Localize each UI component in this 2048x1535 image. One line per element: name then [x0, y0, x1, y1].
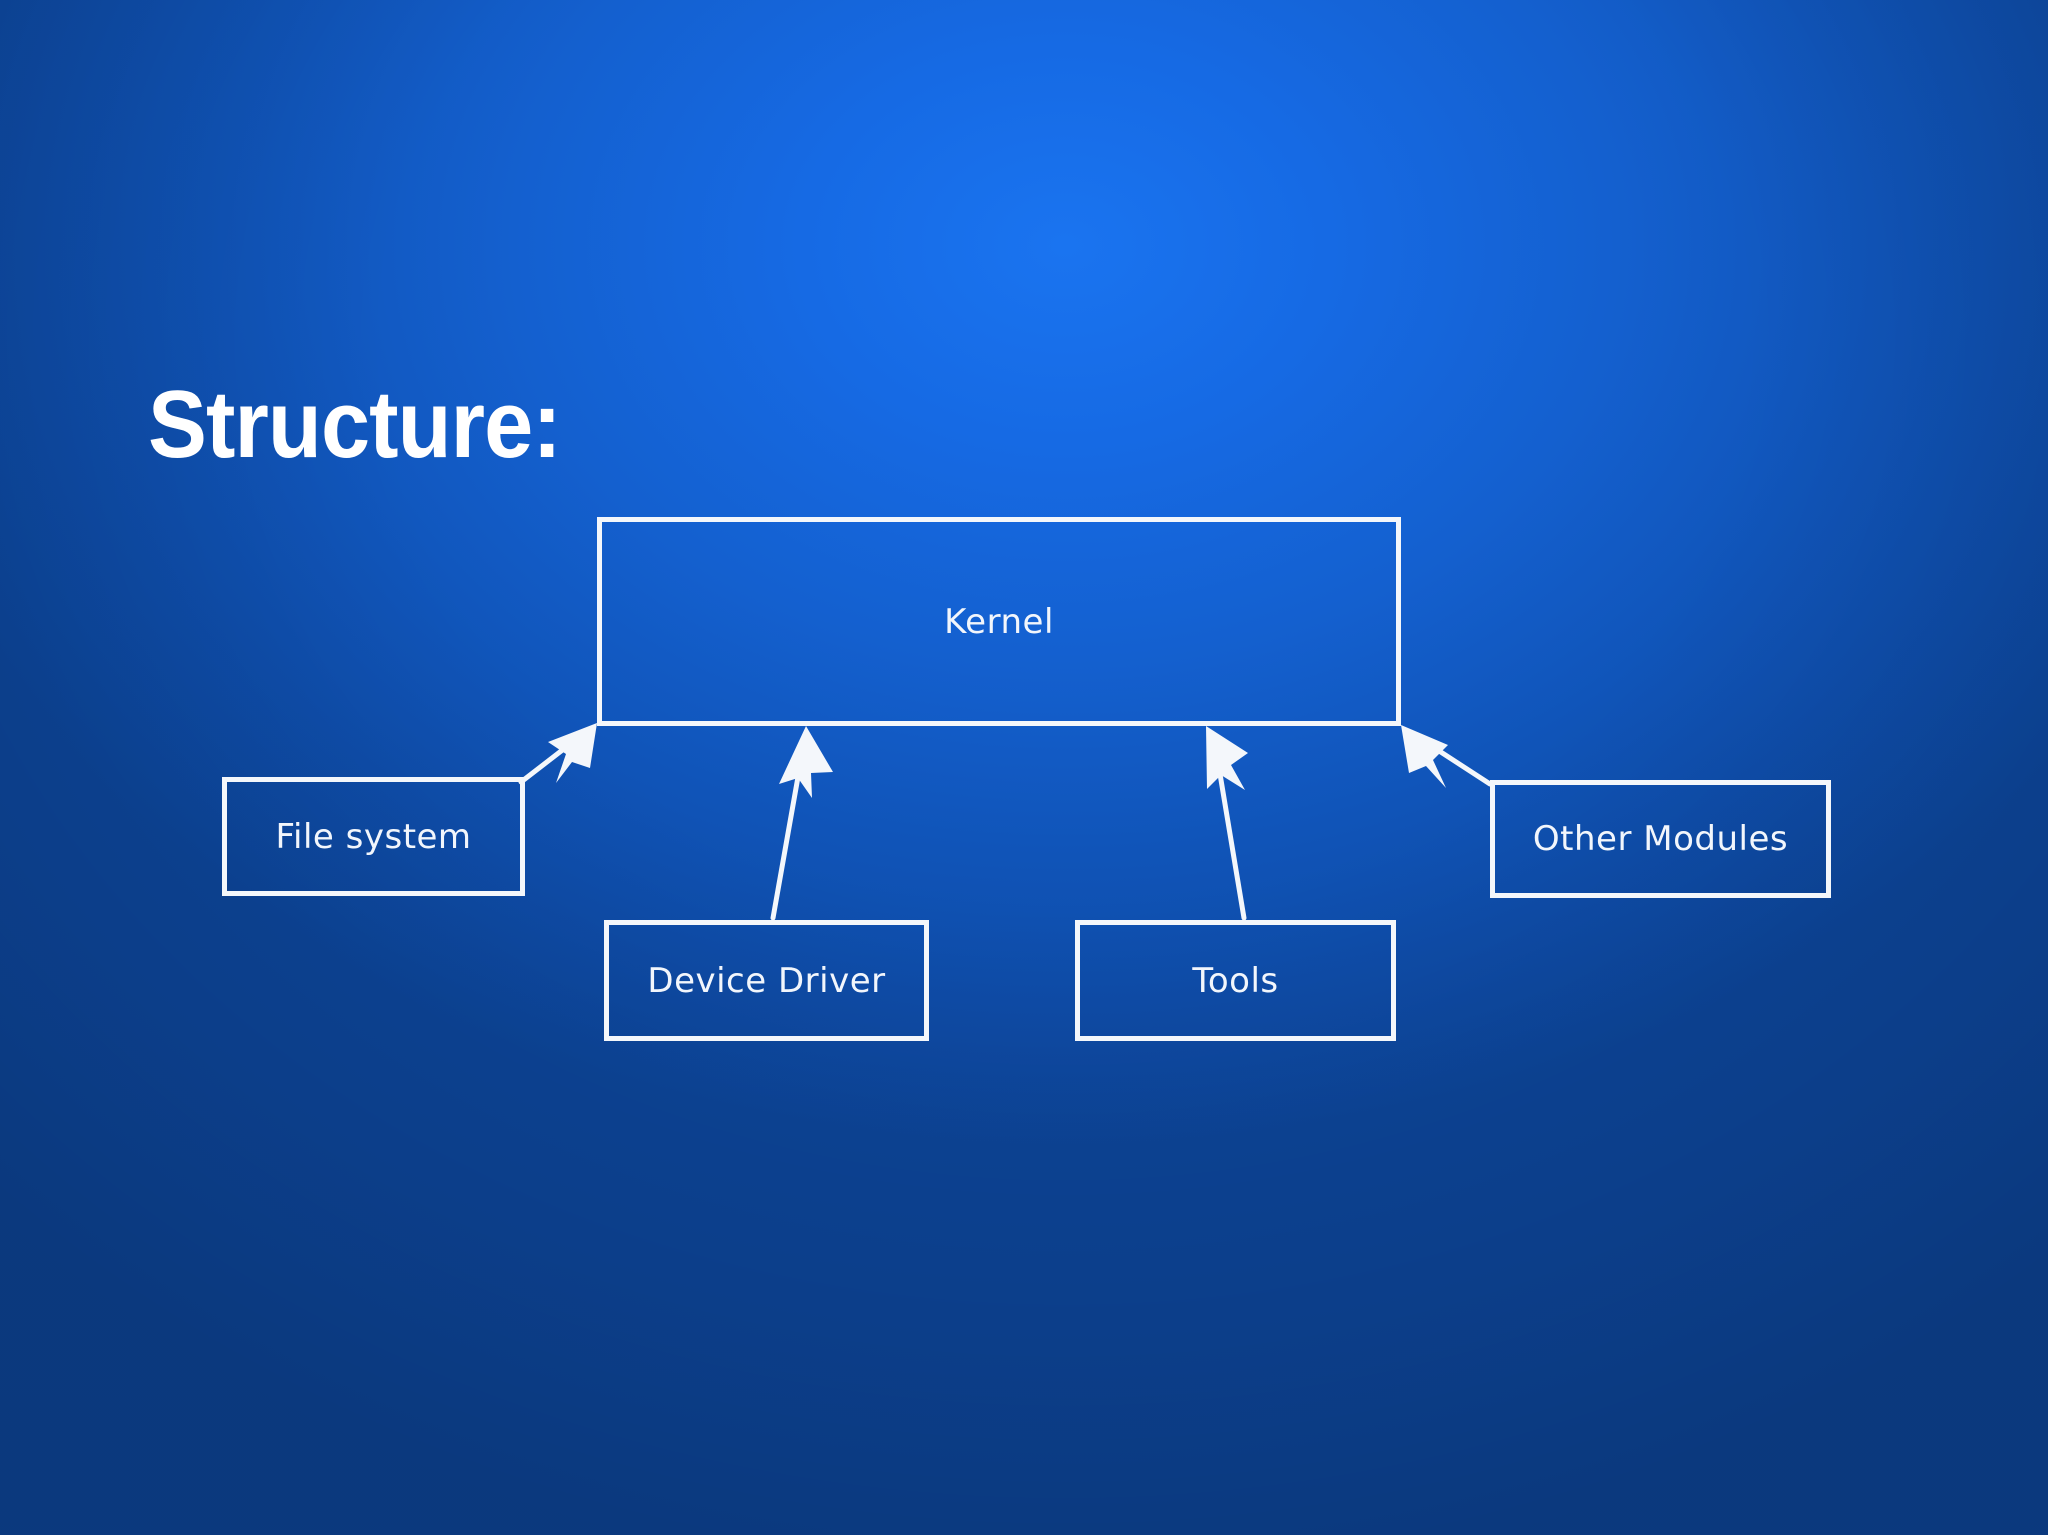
diagram-node-file-system-label: File system	[275, 816, 472, 857]
diagram-node-tools-label: Tools	[1192, 960, 1279, 1001]
edge-tools-to-kernel	[1206, 726, 1248, 921]
diagram-node-kernel[interactable]: Kernel	[597, 517, 1401, 726]
diagram-node-kernel-label: Kernel	[944, 601, 1054, 642]
diagram-node-other-modules-label: Other Modules	[1532, 819, 1789, 859]
edge-othermodules-to-kernel	[1401, 725, 1493, 788]
page-title: Structure:	[148, 371, 562, 478]
diagram-node-file-system[interactable]: File system	[222, 777, 525, 896]
edge-devicedriver-to-kernel	[770, 726, 833, 921]
diagram-node-tools[interactable]: Tools	[1075, 920, 1396, 1041]
diagram-node-other-modules[interactable]: Other Modules	[1490, 780, 1831, 898]
diagram-node-device-driver[interactable]: Device Driver	[604, 920, 929, 1041]
edge-filesystem-to-kernel	[518, 723, 597, 785]
diagram-node-device-driver-label: Device Driver	[647, 960, 886, 1001]
